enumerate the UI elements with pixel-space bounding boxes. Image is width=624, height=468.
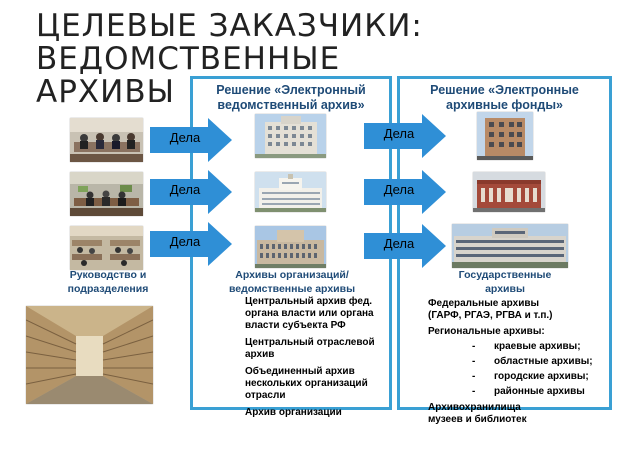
panel-2-caption-line-1: Государственные (458, 269, 552, 281)
panel-2-caption: Государственные архивы (430, 268, 580, 296)
dash-marker: - (472, 341, 476, 352)
panel-2-title: Решение «Электронные архивные фонды» (400, 83, 609, 113)
dash-marker: - (472, 371, 476, 382)
meeting-photo-3 (70, 226, 143, 270)
museum-storage-item: Архивохранилища музеев и библиотек (428, 402, 608, 426)
government-building-photo-1 (255, 114, 326, 158)
panel-2-title-line-2: архивные фонды» (446, 98, 563, 112)
cases-arrow-3: Дела (150, 222, 232, 266)
panel-1-caption-line-1: Архивы организаций/ (235, 269, 349, 281)
list-item: - городские архивы; (428, 371, 608, 383)
regional-archives-heading: Региональные архивы: (428, 326, 545, 337)
slide-title: ЦЕЛЕВЫЕ ЗАКАЗЧИКИ: ВЕДОМСТВЕННЫЕ АРХИВЫ (36, 10, 456, 109)
cases-arrow-1: Дела (150, 118, 232, 162)
panel-1-title: Решение «Электронный ведомственный архив… (193, 83, 389, 113)
cases-arrow-1-label: Дела (169, 130, 201, 145)
slide-title-line-2: ВЕДОМСТВЕННЫЕ АРХИВЫ (36, 41, 341, 110)
slide-title-line-1: ЦЕЛЕВЫЕ ЗАКАЗЧИКИ: (36, 8, 423, 44)
sub-item-label: городские архивы; (494, 371, 589, 382)
panel-2-title-line-1: Решение «Электронные (430, 83, 579, 97)
left-caption: Руководство и подразделения (58, 268, 158, 296)
left-caption-line-2: подразделения (67, 283, 149, 295)
sub-item-label: районные архивы (494, 386, 585, 397)
left-caption-line-1: Руководство и (69, 269, 147, 281)
cases-arrow-6: Дела (364, 224, 446, 268)
federal-archives-line-1: Федеральные архивы (428, 298, 540, 309)
government-building-photo-2 (255, 172, 326, 212)
departmental-archives-list: Центральный архив фед. органа власти или… (245, 296, 395, 424)
list-item: Объединенный архив нескольких организаци… (245, 366, 368, 401)
cases-arrow-3-label: Дела (169, 234, 201, 249)
list-item: - областные архивы; (428, 356, 608, 368)
cases-arrow-4: Дела (364, 114, 446, 158)
panel-2-caption-line-2: архивы (485, 283, 525, 295)
federal-archives-item: Федеральные архивы (ГАРФ, РГАЭ, РГВА и т… (428, 298, 608, 322)
panel-1-title-line-2: ведомственный архив» (217, 98, 365, 112)
state-archive-building-photo-3 (452, 224, 568, 268)
list-item: - районные архивы (428, 386, 608, 398)
government-building-photo-3 (255, 226, 326, 268)
museum-storage-line-1: Архивохранилища (428, 402, 521, 413)
panel-1-caption: Архивы организаций/ ведомственные архивы (208, 268, 376, 296)
cases-arrow-4-label: Дела (383, 126, 415, 141)
federal-archives-line-2: (ГАРФ, РГАЭ, РГВА и т.п.) (428, 310, 553, 321)
state-archives-list: Федеральные архивы (ГАРФ, РГАЭ, РГВА и т… (428, 296, 608, 426)
list-item: - краевые архивы; (428, 341, 608, 353)
cases-arrow-5-label: Дела (383, 182, 415, 197)
museum-storage-line-2: музеев и библиотек (428, 414, 527, 425)
dash-marker: - (472, 356, 476, 367)
state-archive-building-photo-1 (477, 112, 533, 160)
cases-arrow-5: Дела (364, 170, 446, 214)
cases-arrow-2-label: Дела (169, 182, 201, 197)
archive-shelves-photo (26, 306, 153, 404)
list-item: Центральный архив фед. органа власти или… (245, 296, 374, 331)
cases-arrow-2: Дела (150, 170, 232, 214)
sub-item-label: краевые архивы; (494, 341, 581, 352)
meeting-photo-1 (70, 118, 143, 162)
panel-1-title-line-1: Решение «Электронный (216, 83, 366, 97)
list-item: Центральный отраслевой архив (245, 337, 375, 360)
state-archive-building-photo-2 (473, 172, 545, 212)
meeting-photo-2 (70, 172, 143, 216)
dash-marker: - (472, 386, 476, 397)
cases-arrow-6-label: Дела (383, 236, 415, 251)
panel-1-caption-line-2: ведомственные архивы (228, 283, 356, 295)
list-item: Архив организации (245, 407, 342, 418)
sub-item-label: областные архивы; (494, 356, 593, 367)
